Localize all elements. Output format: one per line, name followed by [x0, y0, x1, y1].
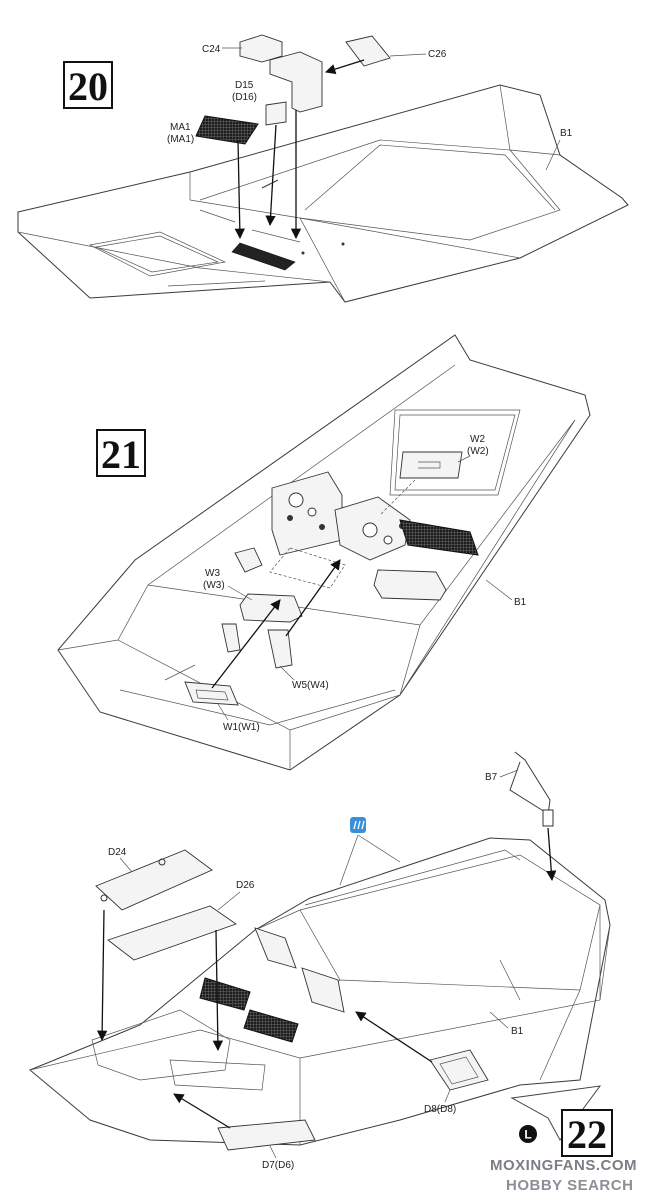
step-22-marker: L 22	[510, 1085, 613, 1157]
label-ma1: MA1	[170, 122, 191, 133]
part-hinge-right	[373, 569, 447, 601]
part-w1	[184, 681, 239, 706]
label-d7-d6: D7(D6)	[262, 1160, 294, 1171]
step-20-number: 20	[68, 64, 108, 109]
part-w5	[221, 623, 241, 653]
step-21: 21	[57, 334, 591, 771]
label-b1-step22: B1	[511, 1026, 524, 1037]
part-d24	[95, 849, 213, 911]
part-d7	[217, 1119, 316, 1151]
part-grille-1	[199, 977, 251, 1011]
label-b7: B7	[485, 772, 498, 783]
label-c26: C26	[428, 49, 447, 60]
part-d26	[107, 905, 237, 961]
part-b7	[509, 751, 551, 816]
label-d8-d8: D8(D8)	[424, 1104, 456, 1115]
step-21-number: 21	[101, 432, 141, 477]
label-c24: C24	[202, 44, 221, 55]
watermark-line1: MOXINGFANS.COM	[490, 1157, 637, 1174]
step-20: 20	[17, 34, 629, 303]
step-22-number: 22	[567, 1112, 607, 1157]
part-c24-assembly	[269, 51, 323, 113]
part-wire	[261, 179, 279, 189]
step-22-number-box	[561, 1109, 613, 1157]
part-small-box	[234, 547, 263, 573]
part-dash-grille	[399, 519, 479, 556]
part-ma1-grille	[195, 115, 259, 145]
label-w5-w4: W5(W4)	[292, 680, 329, 691]
watermark-line2: HOBBY SEARCH	[506, 1177, 633, 1194]
part-instrument-panel	[271, 471, 411, 561]
part-w2	[399, 451, 463, 479]
label-b1-step21: B1	[514, 597, 527, 608]
label-d16: (D16)	[232, 92, 257, 103]
step-20-number-box	[63, 61, 113, 109]
label-d15: D15	[235, 80, 254, 91]
step-22-l-circle	[519, 1125, 537, 1143]
label-w3-alt: (W3)	[203, 580, 225, 591]
watermark: MOXINGFANS.COM HOBBY SEARCH	[490, 1157, 637, 1194]
part-d8	[429, 1049, 489, 1091]
label-w3: W3	[205, 568, 220, 579]
hull-b1-step20	[17, 84, 629, 303]
label-w2-alt: (W2)	[467, 446, 489, 457]
part-vision-port-2	[301, 967, 345, 1013]
label-b1-step20: B1	[560, 128, 573, 139]
step-21-number-box	[96, 429, 146, 477]
part-c26	[345, 35, 391, 67]
label-d26: D26	[236, 880, 255, 891]
photo-etch-badge-icon	[350, 817, 366, 833]
part-grille-2	[243, 1009, 299, 1043]
part-c24	[239, 34, 283, 63]
hull-b1-step21	[57, 334, 591, 771]
label-ma1-alt: (MA1)	[167, 134, 194, 145]
label-w2: W2	[470, 434, 485, 445]
step-22-l-letter: L	[524, 1128, 531, 1142]
step-22: B7 D24 D26 B1 D8(D8) D7(D6) L 22	[29, 751, 613, 1171]
part-w5b	[267, 629, 293, 669]
label-w1-w1: W1(W1)	[223, 722, 260, 733]
part-d15	[265, 101, 287, 126]
label-d24: D24	[108, 847, 127, 858]
part-vision-port-1	[254, 927, 297, 969]
